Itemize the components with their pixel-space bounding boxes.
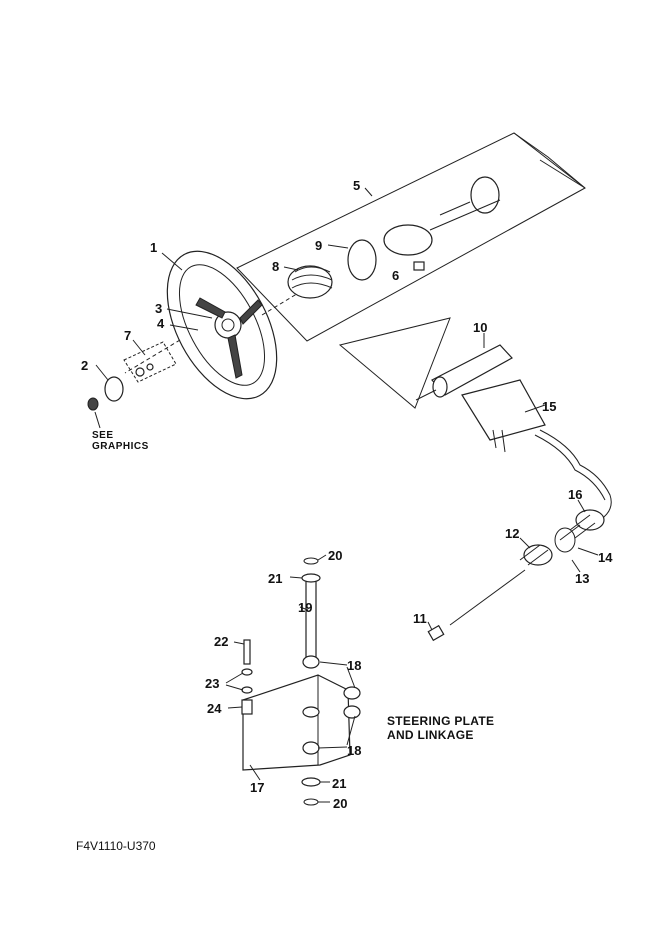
callout-23: 23 [205, 676, 219, 691]
callout-9: 9 [315, 238, 322, 253]
callout-6: 6 [392, 268, 399, 283]
callout-21-top: 21 [268, 571, 282, 586]
callout-20-bottom: 20 [333, 796, 347, 811]
arrow [94, 411, 101, 429]
steering-helm [415, 344, 612, 521]
item-7-box [123, 341, 177, 383]
callout-18-bottom: 18 [347, 743, 361, 758]
callout-5: 5 [353, 178, 360, 193]
callout-17: 17 [250, 780, 264, 795]
callout-21-bottom: 21 [332, 776, 346, 791]
drawing-code: F4V1110-U370 [76, 839, 156, 853]
diagram-title-line2: AND LINKAGE [387, 728, 474, 742]
callout-13: 13 [575, 571, 589, 586]
callouts: 1 2 3 4 5 6 7 8 9 10 11 12 13 14 15 16 1… [81, 178, 613, 811]
box-edge [539, 159, 586, 189]
callout-15: 15 [542, 399, 556, 414]
callout-4: 4 [157, 316, 165, 331]
callout-20-top: 20 [328, 548, 342, 563]
steering-wheel [124, 250, 301, 400]
washer [146, 363, 154, 371]
callout-16: 16 [568, 487, 582, 502]
assembly-10-box [338, 317, 451, 409]
callout-1: 1 [150, 240, 157, 255]
callout-2: 2 [81, 358, 88, 373]
nut [135, 367, 145, 377]
assembly-5-box-back [513, 132, 586, 189]
callout-7: 7 [124, 328, 131, 343]
cable-boots [427, 509, 605, 642]
callout-3: 3 [155, 301, 162, 316]
cap [104, 376, 124, 402]
callout-14: 14 [598, 550, 613, 565]
see-graphics-note-line2: GRAPHICS [92, 441, 149, 452]
hub-assembly [287, 176, 501, 299]
see-graphics-note-line1: SEE [92, 430, 114, 441]
callout-8: 8 [272, 259, 279, 274]
callout-24: 24 [207, 701, 222, 716]
callout-12: 12 [505, 526, 519, 541]
callout-11: 11 [413, 611, 427, 626]
callout-19: 19 [298, 600, 312, 615]
emblem [87, 397, 99, 411]
diagram-title-line1: STEERING PLATE [387, 714, 494, 728]
callout-18-top: 18 [347, 658, 361, 673]
leader-lines [95, 187, 599, 803]
callout-22: 22 [214, 634, 228, 649]
steering-plate [241, 557, 361, 806]
callout-10: 10 [473, 320, 487, 335]
